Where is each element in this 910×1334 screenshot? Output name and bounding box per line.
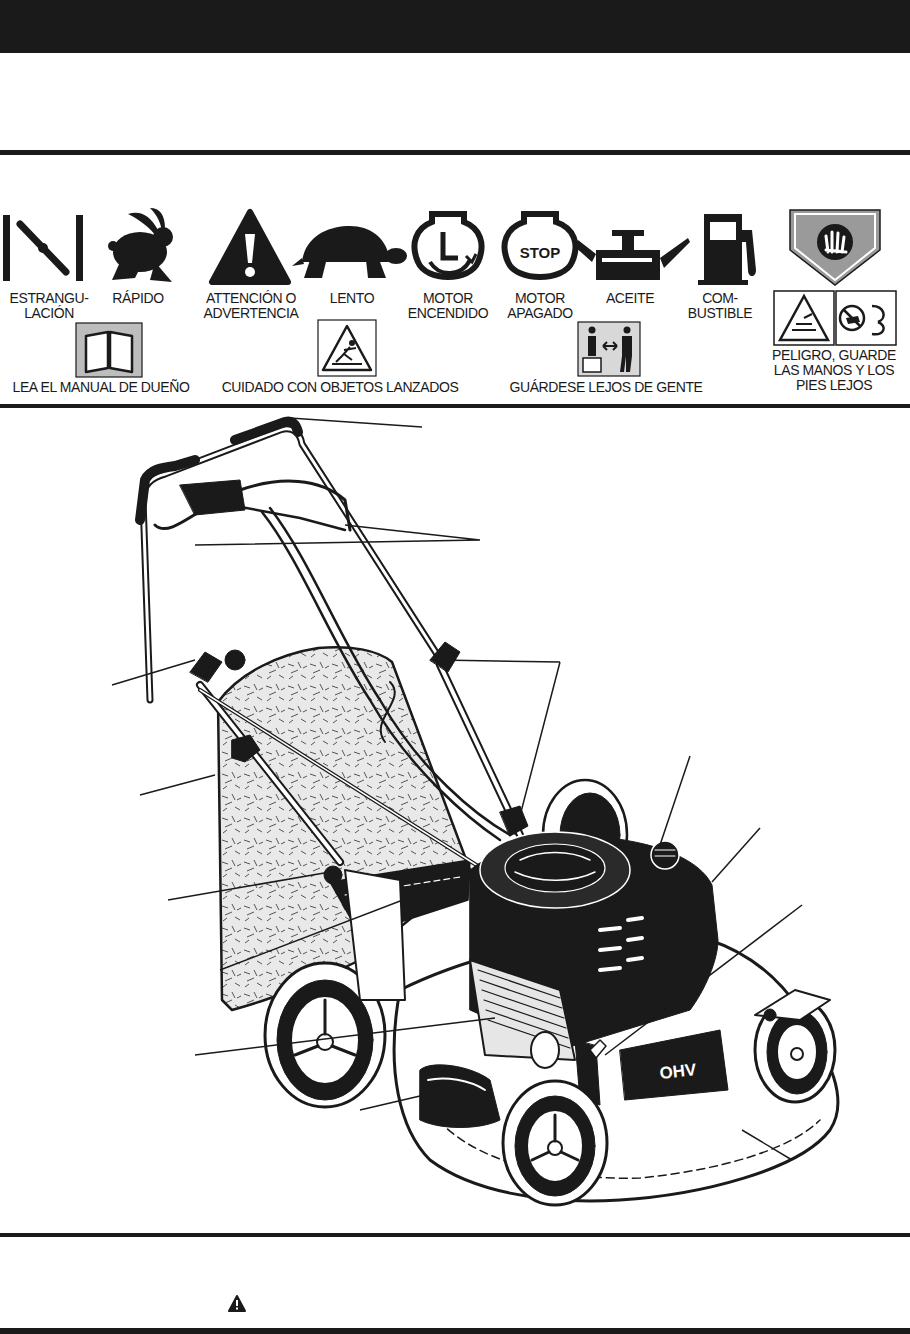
slow-symbol bbox=[292, 226, 407, 278]
oil-symbol bbox=[574, 230, 690, 280]
engine-stop-symbol bbox=[505, 214, 576, 277]
warning-icon bbox=[229, 1296, 245, 1311]
header-bar bbox=[0, 0, 910, 53]
symbol-caption: LEA EL MANUAL DE DUEÑO bbox=[3, 380, 199, 395]
symbol-caption: PELIGRO, GUARDE LAS MANOS Y LOS PIES LEJ… bbox=[763, 348, 905, 393]
leader-lines bbox=[112, 418, 802, 1160]
hand-danger-symbol bbox=[790, 210, 880, 285]
engine-on-symbol bbox=[414, 214, 481, 277]
symbol-caption: LENTO bbox=[312, 291, 392, 306]
fast-symbol bbox=[108, 208, 173, 282]
thrown-objects-symbol bbox=[318, 320, 376, 376]
fuel-symbol bbox=[698, 214, 756, 285]
attention-symbol bbox=[212, 212, 288, 282]
symbol-caption: CUIDADO CON OBJETOS LANZADOS bbox=[220, 380, 460, 395]
manual-symbol bbox=[76, 323, 142, 377]
symbol-caption: COM- BUSTIBLE bbox=[680, 291, 760, 321]
footer-bar bbox=[0, 1328, 910, 1334]
symbol-caption: MOTOR ENCENDIDO bbox=[400, 291, 496, 321]
symbol-caption: RÁPIDO bbox=[93, 291, 183, 306]
symbol-caption: ATTENCIÓN O ADVERTENCIA bbox=[195, 291, 307, 321]
symbol-caption: ACEITE bbox=[590, 291, 670, 306]
symbol-caption: ESTRANGU- LACIÓN bbox=[3, 291, 95, 321]
symbol-caption: MOTOR APAGADO bbox=[496, 291, 584, 321]
symbol-caption: GUÁRDESE LEJOS DE GENTE bbox=[496, 380, 716, 395]
choke-symbol bbox=[3, 215, 83, 281]
rule bbox=[0, 150, 910, 155]
blade-hazard-symbols bbox=[774, 291, 896, 345]
rule bbox=[0, 1233, 910, 1237]
keep-away-symbol bbox=[578, 322, 640, 376]
rule bbox=[0, 404, 910, 408]
lawn-mower-illustration bbox=[140, 421, 838, 1205]
stop-text: STOP bbox=[512, 245, 568, 261]
